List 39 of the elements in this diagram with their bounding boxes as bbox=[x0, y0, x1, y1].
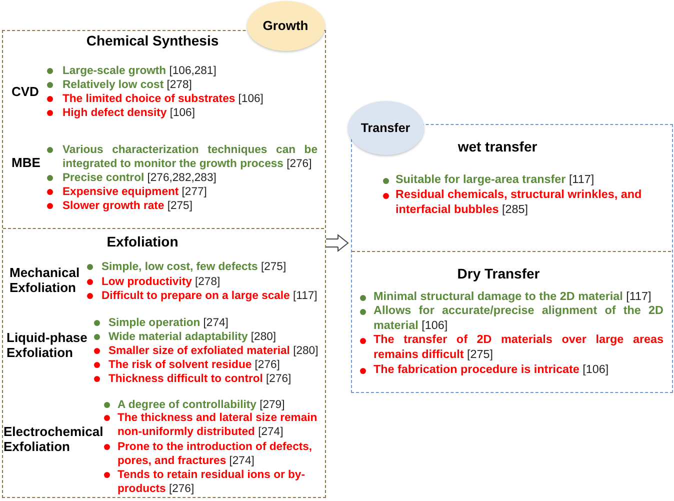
list-item: Prone to the introduction of defects, pores, and fractures [274] bbox=[118, 440, 314, 468]
list-item: Various characterization techniques can be integrated to monitor the growth process [276] bbox=[62, 142, 318, 170]
list-item: The thickness and lateral size remain non-uniformly distributed [274] bbox=[118, 410, 318, 438]
section-title: wet transfer bbox=[458, 139, 538, 154]
panel-heading: Transfer bbox=[348, 100, 424, 154]
method-label: Liquid-phase Exfoliation bbox=[6, 330, 88, 360]
list-item: The transfer of 2D materials over large areas remains difficult [275] bbox=[374, 333, 664, 362]
list-item: High defect density [106] bbox=[62, 106, 196, 120]
list-item: Suitable for large-area transfer [117] bbox=[396, 173, 596, 188]
list-item: Smaller size of exfoliated material [280] bbox=[108, 344, 320, 358]
list-item: A degree of controllability [279] bbox=[118, 398, 286, 412]
list-item: Large-scale growth [106,281] bbox=[62, 64, 218, 78]
panel-heading: Growth bbox=[246, 0, 324, 50]
list-item: Low productivity [278] bbox=[102, 274, 222, 288]
list-item: Difficult to prepare on a large scale [117] bbox=[102, 288, 318, 302]
section-panel bbox=[3, 32, 324, 229]
list-item: The limited choice of substrates [106] bbox=[62, 92, 264, 106]
list-item: Minimal structural damage to the 2D material [117] bbox=[374, 290, 652, 305]
list-item: Simple, low cost, few defects [275] bbox=[102, 260, 288, 274]
list-item: Relatively low cost [278] bbox=[62, 78, 193, 92]
section-title: Dry Transfer bbox=[457, 266, 540, 281]
method-label: Mechanical Exfoliation bbox=[10, 265, 81, 295]
method-label: MBE bbox=[12, 155, 40, 170]
method-label: Electrochemical Exfoliation bbox=[4, 424, 104, 454]
list-item: Simple operation [274] bbox=[108, 316, 230, 330]
section-panel bbox=[352, 138, 671, 252]
list-item: Wide material adaptability [280] bbox=[108, 330, 278, 344]
list-item: Slower growth rate [275] bbox=[62, 198, 194, 212]
section-title: Exfoliation bbox=[106, 234, 178, 249]
list-item: The fabrication procedure is intricate [106] bbox=[374, 363, 610, 378]
list-item: Expensive equipment [277] bbox=[62, 184, 208, 198]
list-item: Tends to retain residual ions or by-products [276] bbox=[118, 468, 306, 496]
list-item: Precise control [276,282,283] bbox=[62, 170, 218, 184]
list-item: The risk of solvent residue [276] bbox=[108, 358, 281, 372]
list-item: Thickness difficult to control [276] bbox=[108, 372, 292, 386]
section-title: Chemical Synthesis bbox=[86, 33, 219, 48]
list-item: Residual chemicals, structural wrinkles, and interfacial bubbles [285] bbox=[396, 188, 643, 217]
method-label: CVD bbox=[12, 84, 39, 98]
list-item: Allows for accurate/precise alignment of the 2D material [106] bbox=[374, 304, 664, 333]
